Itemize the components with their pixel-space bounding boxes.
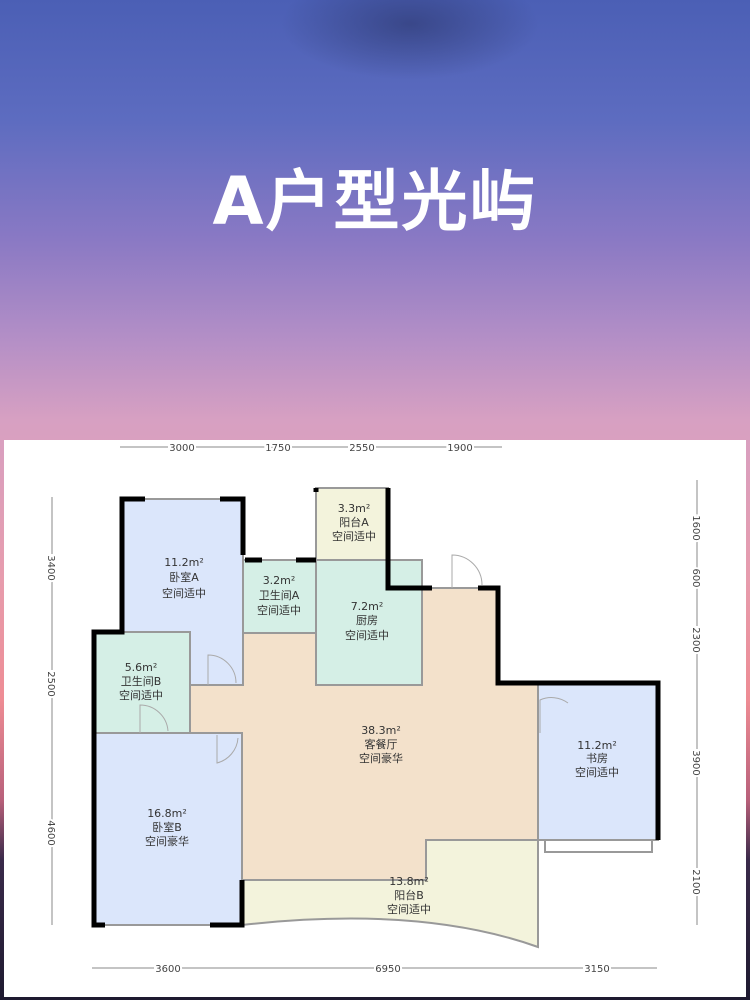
- room-area: 38.3m²: [361, 724, 401, 737]
- room-name: 书房: [586, 752, 608, 765]
- door-arc: [216, 735, 239, 764]
- dim-right: 1600: [690, 515, 701, 540]
- dim-right: 2300: [690, 627, 701, 652]
- room-name: 厨房: [356, 614, 378, 627]
- room-area: 16.8m²: [147, 807, 187, 820]
- sky-clouds: [280, 0, 540, 80]
- dim-bottom: 3600: [155, 964, 180, 975]
- room-balcony-a: [315, 487, 389, 561]
- room-name: 阳台B: [394, 888, 424, 902]
- dim-top: 3000: [169, 443, 194, 454]
- room-desc: 空间豪华: [145, 834, 189, 848]
- dim-bottom: 6950: [375, 964, 400, 975]
- room-desc: 空间适中: [257, 603, 301, 617]
- room-name: 卧室B: [152, 820, 182, 834]
- room-balcony-b: [241, 839, 539, 949]
- room-desc: 空间适中: [119, 688, 163, 702]
- door-arc: [451, 554, 483, 588]
- room-name: 卫生间A: [259, 588, 300, 602]
- dimension-labels: 3000 1750 2550 1900 3600 6950 3150 3400 …: [43, 441, 703, 977]
- room-area: 13.8m²: [389, 875, 429, 888]
- page-title: A户型光屿: [212, 163, 538, 240]
- dim-right: 600: [690, 568, 701, 587]
- dim-top: 1900: [447, 443, 472, 454]
- room-name: 卧室A: [169, 570, 199, 584]
- dimension-lines: [51, 446, 698, 969]
- room-bathroom-b: [93, 631, 191, 734]
- room-area: 3.3m²: [338, 502, 371, 515]
- door-arc: [139, 704, 169, 733]
- room-desc: 空间适中: [162, 586, 206, 600]
- door-arc: [539, 697, 569, 733]
- room-kitchen: [315, 559, 423, 686]
- room-labels: 11.2m² 卧室A 空间适中 3.2m² 卫生间A 空间适中 3.3m² 阳台…: [119, 502, 619, 916]
- dim-left: 2500: [45, 671, 56, 696]
- room-name: 客餐厅: [365, 737, 398, 751]
- room-name: 卫生间B: [121, 674, 162, 688]
- room-desc: 空间适中: [575, 765, 619, 779]
- outer-walls: [91, 488, 661, 928]
- door-arc: [207, 654, 237, 685]
- room-bathroom-a: [242, 559, 317, 634]
- room-desc: 空间豪华: [359, 751, 403, 765]
- dim-right: 2100: [690, 869, 701, 894]
- room-area: 5.6m²: [125, 661, 158, 674]
- dim-top: 1750: [265, 443, 290, 454]
- room-area: 11.2m²: [577, 739, 617, 752]
- room-desc: 空间适中: [332, 529, 376, 543]
- room-desc: 空间适中: [345, 628, 389, 642]
- dim-top: 2550: [349, 443, 374, 454]
- room-name: 阳台A: [339, 515, 369, 529]
- room-area: 3.2m²: [263, 574, 296, 587]
- room-area: 11.2m²: [164, 556, 204, 569]
- dim-bottom: 3150: [584, 964, 609, 975]
- study-bay: [544, 839, 653, 853]
- dim-left: 3400: [45, 555, 56, 580]
- room-area: 7.2m²: [351, 600, 384, 613]
- dim-right: 3900: [690, 750, 701, 775]
- room-desc: 空间适中: [387, 902, 431, 916]
- dim-left: 4600: [45, 820, 56, 845]
